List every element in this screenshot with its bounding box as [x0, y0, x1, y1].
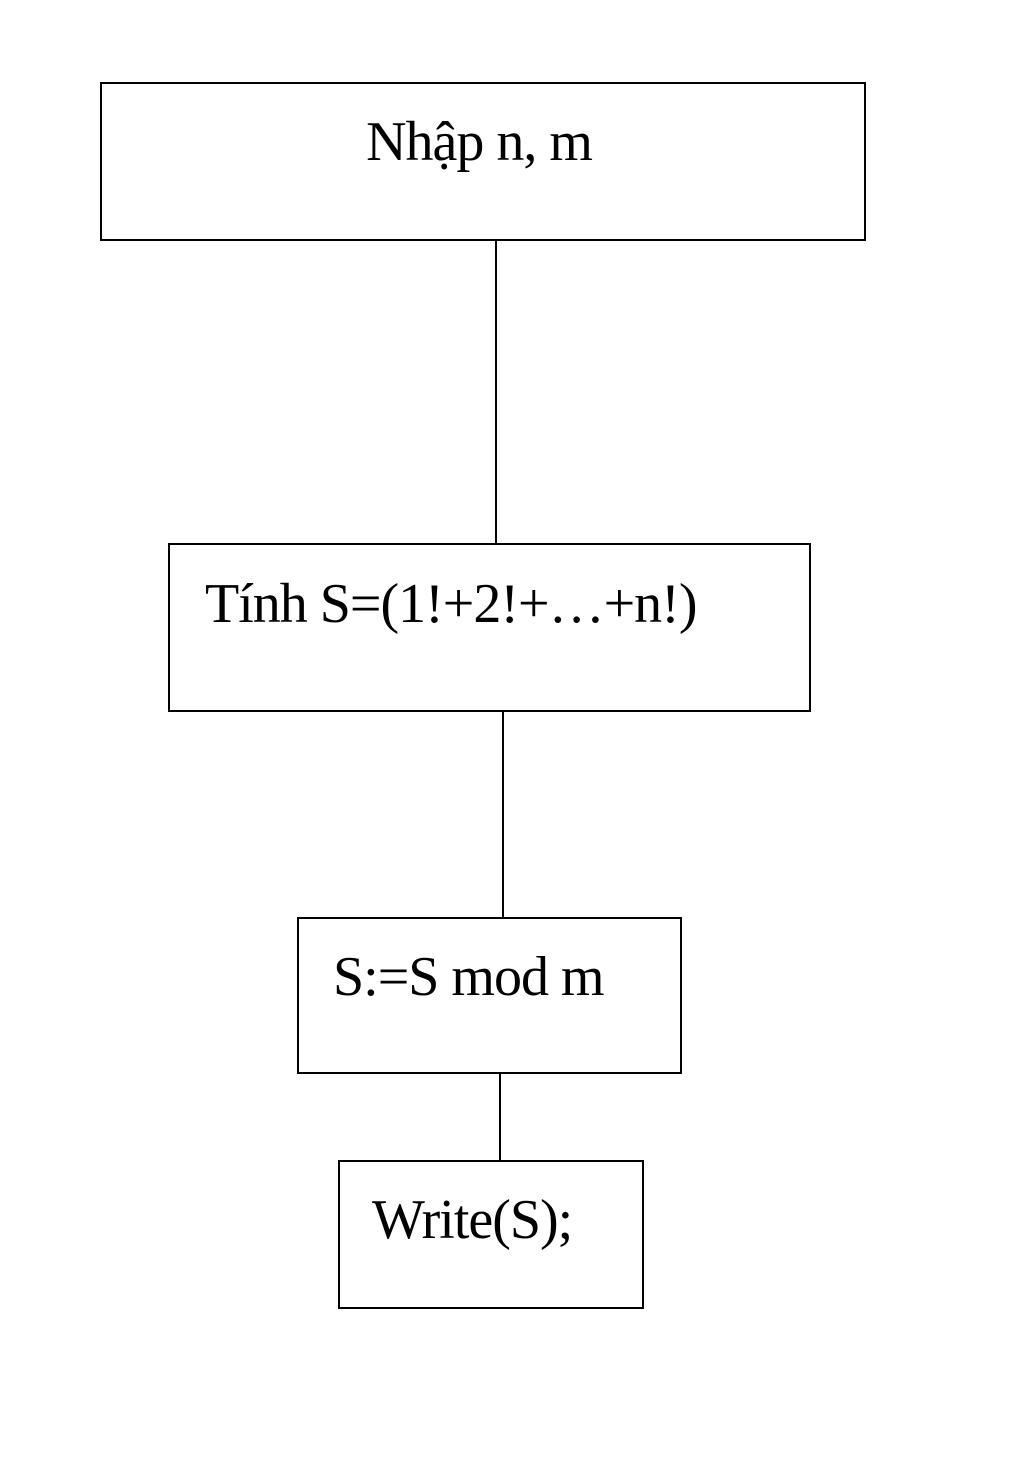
write-output-step-label: Write(S); — [372, 1189, 573, 1251]
connector-input-to-compute — [495, 241, 497, 543]
mod-step-box: S:=S mod m — [297, 917, 682, 1074]
connector-mod-to-write — [499, 1074, 501, 1160]
write-output-step-box: Write(S); — [338, 1160, 644, 1309]
compute-sum-step-label: Tính S=(1!+2!+…+n!) — [205, 573, 697, 635]
mod-step-label: S:=S mod m — [333, 946, 605, 1008]
connector-compute-to-mod — [502, 712, 504, 917]
compute-sum-step-box: Tính S=(1!+2!+…+n!) — [168, 543, 811, 712]
input-step-box: Nhập n, m — [100, 82, 866, 241]
input-step-label: Nhập n, m — [366, 111, 593, 173]
